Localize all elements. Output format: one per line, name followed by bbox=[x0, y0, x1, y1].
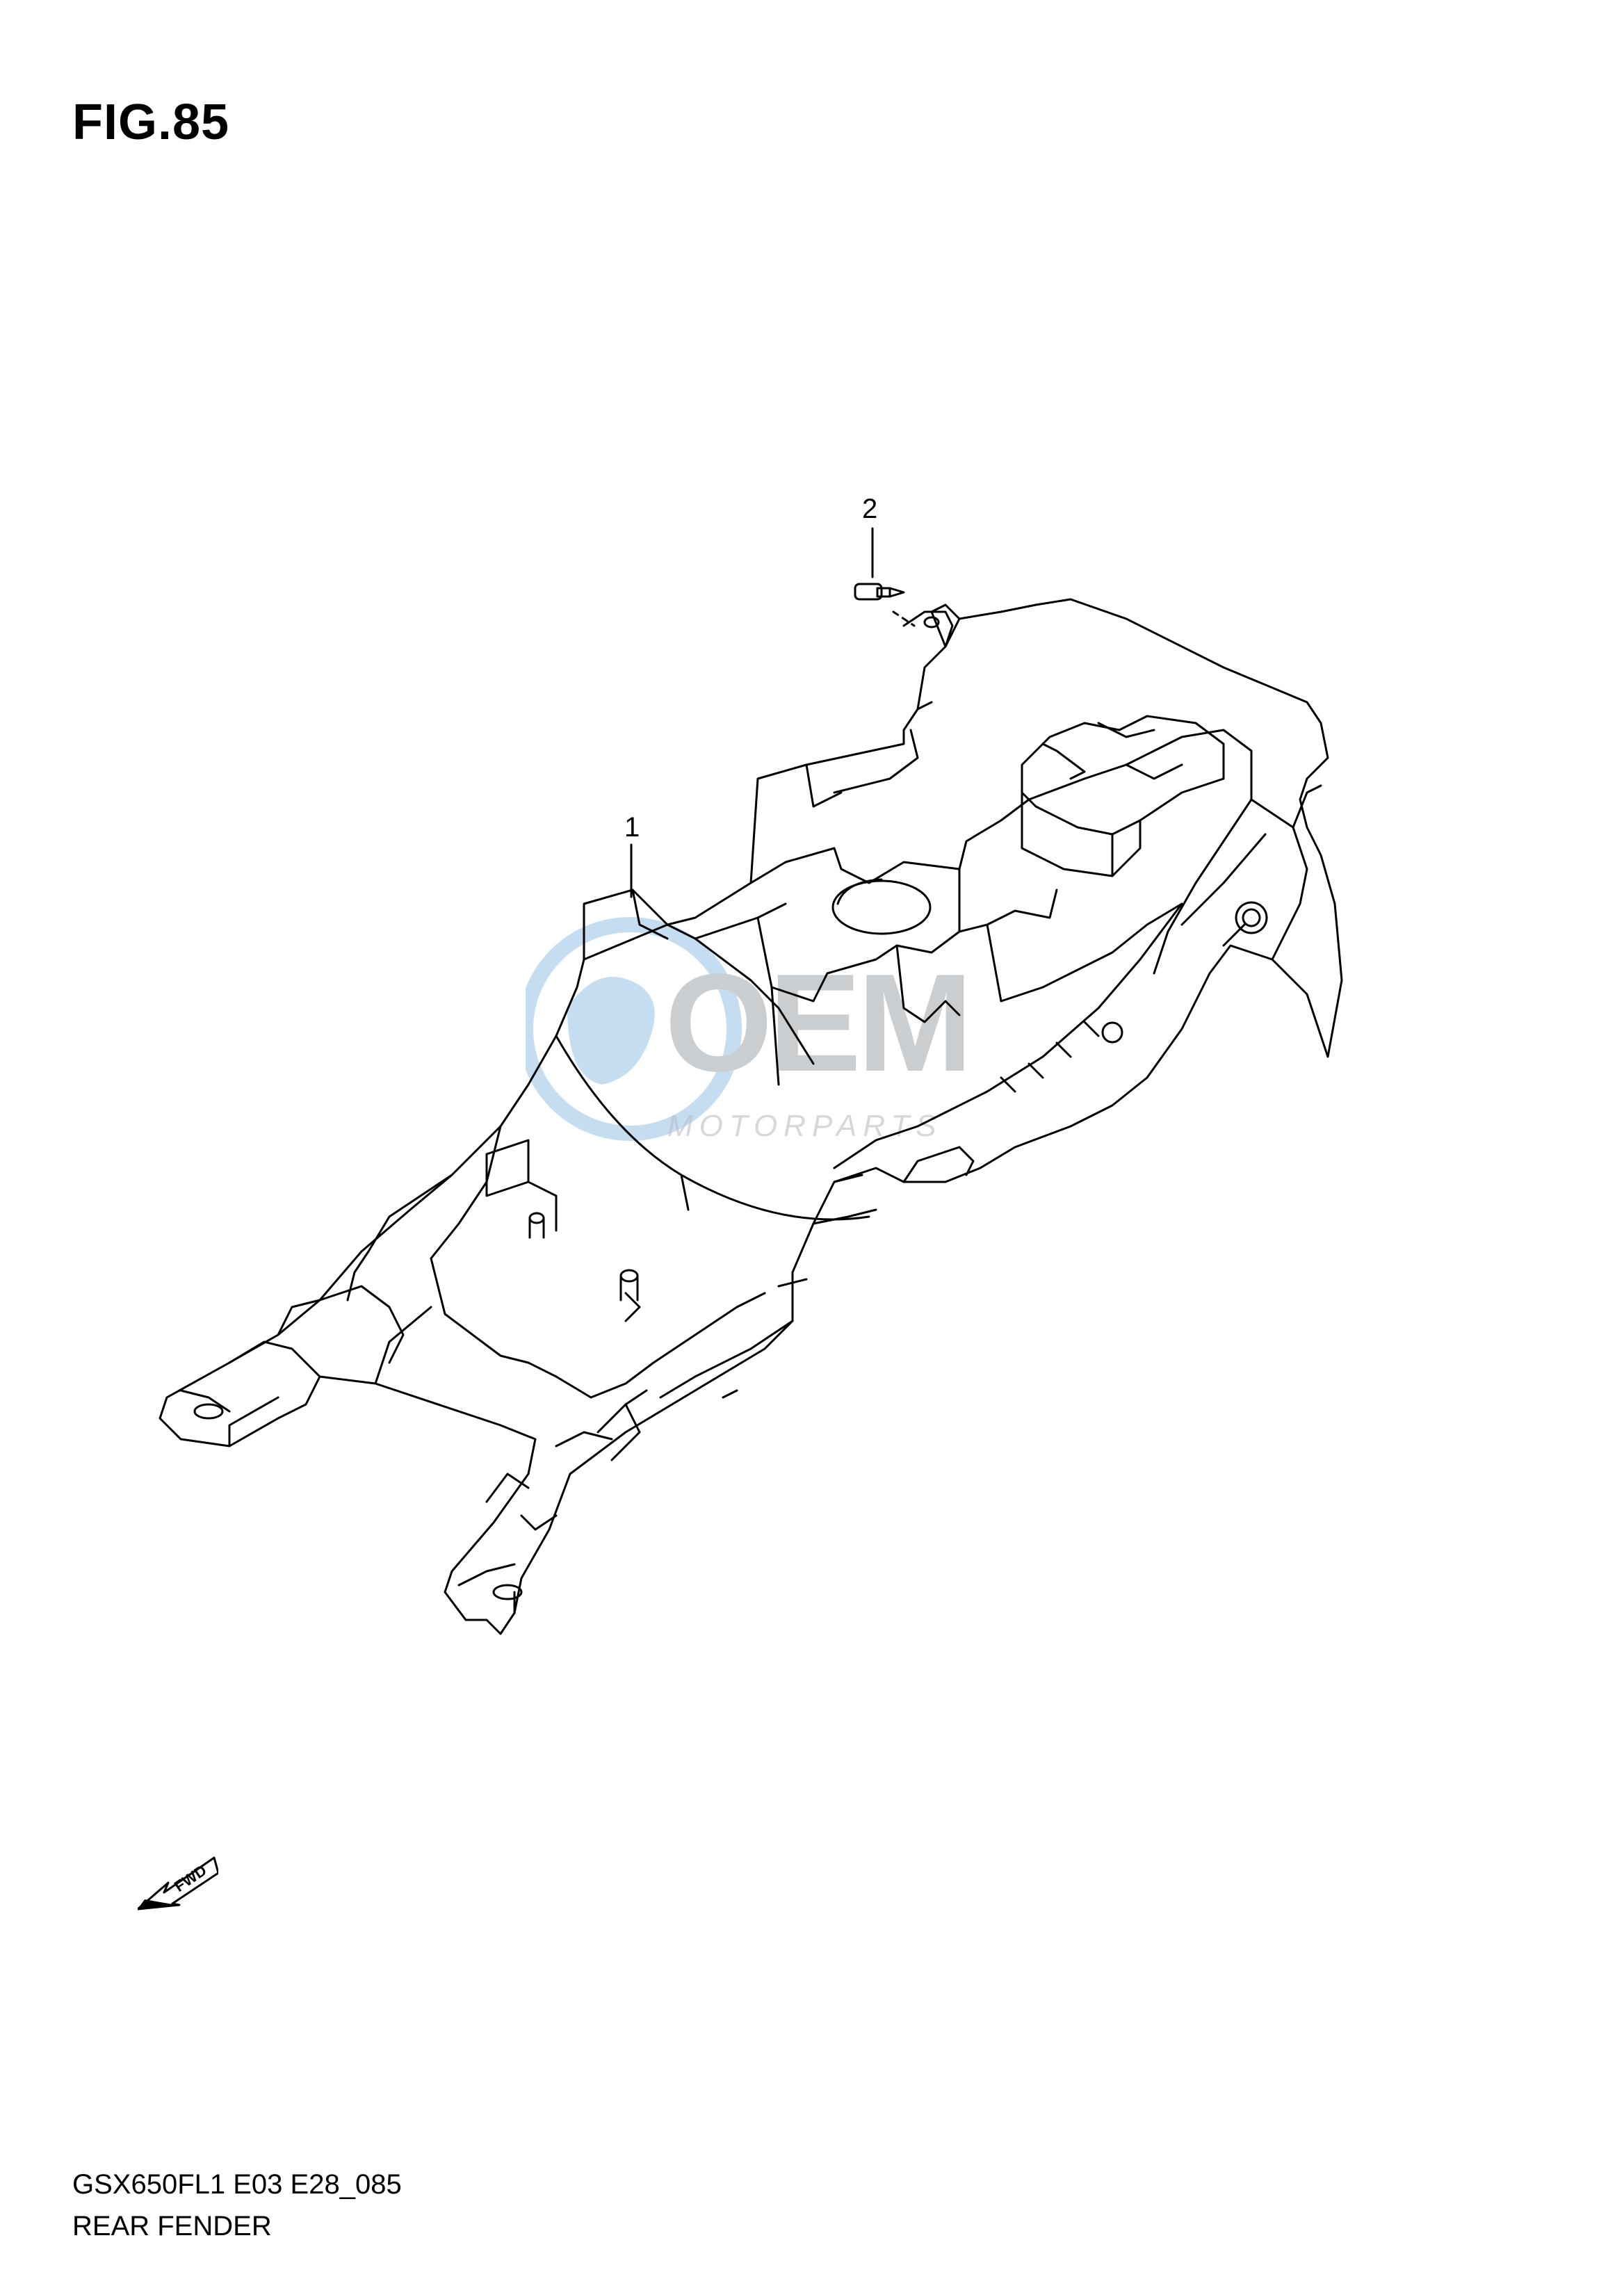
fender-oval-hole bbox=[831, 879, 932, 935]
oem-watermark-logo: OEM bbox=[526, 917, 971, 1141]
watermark-tagline: MOTORPARTS bbox=[667, 1109, 943, 1143]
fender-outline bbox=[159, 598, 1343, 1635]
callout-number-2: 2 bbox=[862, 494, 878, 524]
figure-code: GSX650FL1 E03 E28_085 bbox=[72, 2169, 402, 2200]
svg-text:OEM: OEM bbox=[665, 946, 969, 1101]
fwd-arrow-icon: FWD bbox=[138, 1856, 218, 1911]
figure-name: REAR FENDER bbox=[72, 2211, 272, 2241]
callout-number-1: 1 bbox=[624, 812, 640, 843]
bolt-part-2 bbox=[854, 583, 905, 601]
figure-title: FIG.85 bbox=[72, 95, 230, 150]
